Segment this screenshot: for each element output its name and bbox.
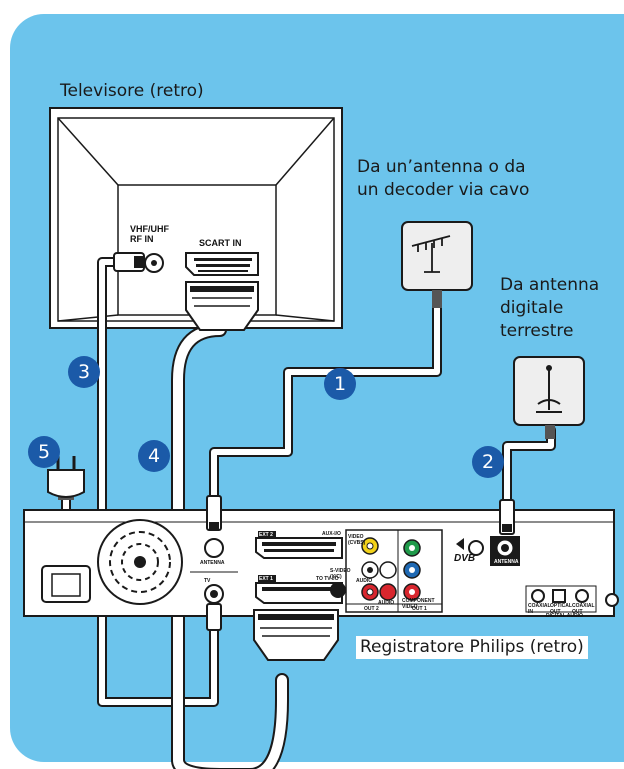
rf-in-label: VHF/UHF RF IN bbox=[130, 224, 169, 244]
step-badge-5: 5 bbox=[28, 436, 60, 468]
step-badge-1: 1 bbox=[324, 368, 356, 400]
scart-in-label: SCART IN bbox=[199, 238, 242, 248]
antenna-source-label: Da un’antenna o da un decoder via cavo bbox=[357, 157, 530, 200]
cables bbox=[61, 257, 556, 769]
antenna-dvb-label: ANTENNA bbox=[494, 559, 519, 565]
antenna-digital bbox=[513, 356, 585, 439]
step-badge-2: 2 bbox=[472, 446, 504, 478]
rf-plug-tv bbox=[113, 252, 145, 272]
step-badge-3: 3 bbox=[68, 356, 100, 388]
plug-antenna-in bbox=[206, 495, 222, 531]
plug-dvb bbox=[499, 499, 515, 535]
scart-plug-recorder bbox=[253, 609, 339, 661]
scart-plug-tv bbox=[185, 281, 259, 331]
ext2-sub-label: AUX-I/O bbox=[322, 531, 341, 537]
audio-label: AUDIO bbox=[356, 578, 373, 584]
tv-out-label: TV bbox=[204, 578, 211, 584]
audio-label-2: AUDIO bbox=[378, 600, 395, 606]
component-label: COMPONENT VIDEO bbox=[402, 598, 435, 610]
optical-out-label: OPTICAL OUT bbox=[550, 603, 572, 615]
ext1-label: EXT 1 bbox=[259, 576, 273, 582]
antenna-analog bbox=[401, 221, 473, 308]
recorder-label: Registratore Philips (retro) bbox=[356, 636, 588, 659]
step-badge-4: 4 bbox=[138, 440, 170, 472]
tv-label: Televisore (retro) bbox=[60, 81, 204, 101]
digital-audio-label: DIGITAL AUDIO bbox=[546, 613, 583, 619]
recorder-back bbox=[23, 509, 619, 617]
coaxial-in-label: COAXIAL IN bbox=[528, 603, 551, 615]
video-cvbs-label: VIDEO (CVBS) bbox=[348, 534, 366, 546]
ext1-sub-label: TO TV-I/O bbox=[316, 576, 339, 582]
antenna-label: ANTENNA bbox=[200, 560, 225, 566]
dvb-logo: DVB bbox=[454, 553, 476, 564]
out2-label: OUT 2 bbox=[364, 606, 379, 612]
svideo-label: S-VIDEO (Y/C) bbox=[330, 568, 351, 580]
ext2-label: EXT 2 bbox=[259, 532, 273, 538]
digital-antenna-label: Da antenna digitale terrestre bbox=[500, 275, 600, 341]
coaxial-out-label: COAXIAL OUT bbox=[572, 603, 595, 615]
out1-label: OUT 1 bbox=[412, 606, 427, 612]
plug-tv-out bbox=[206, 603, 222, 631]
